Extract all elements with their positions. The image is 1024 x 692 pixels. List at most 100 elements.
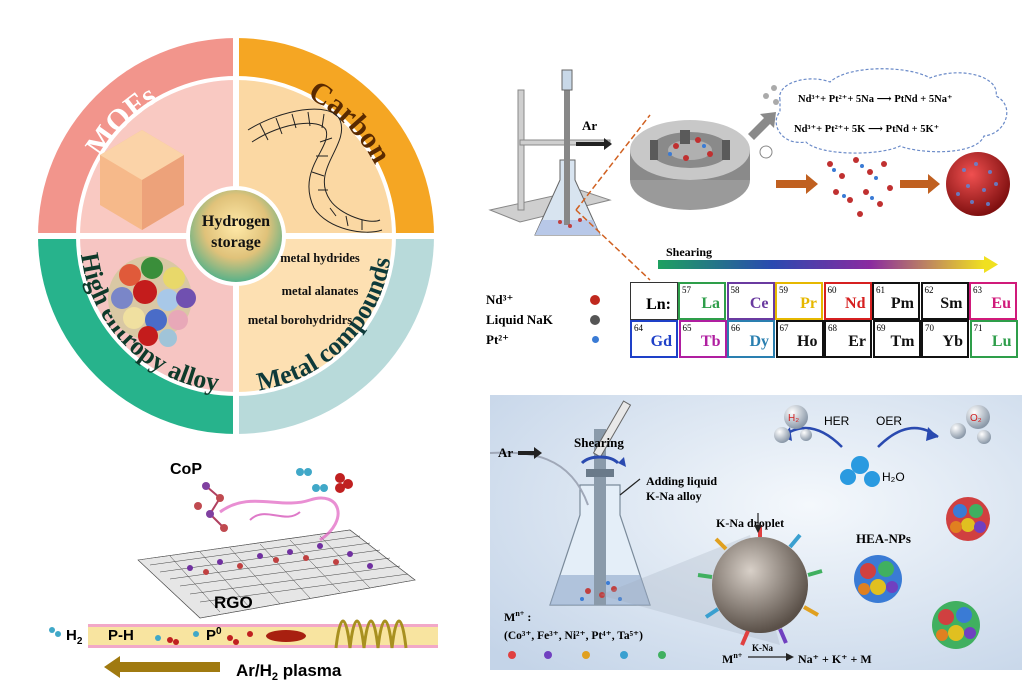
hea-flask-icon: [549, 400, 651, 606]
h2o-label: H₂O: [882, 470, 905, 484]
carbon-nanotube-icon: [247, 108, 383, 233]
rotor-stator-icon: [630, 120, 750, 210]
hea-ar-label: Ar: [498, 445, 513, 460]
hea-np-icon-1: [946, 497, 990, 541]
rgo-sheet: [137, 529, 416, 619]
metal-item-1: metal hydrides: [280, 251, 360, 265]
kna-droplet-icon: [712, 537, 808, 633]
ln-label: Ln:: [646, 296, 671, 313]
ln-cell: Ln:: [630, 282, 678, 320]
atomic-number: 71: [973, 323, 983, 333]
legend-pt: Pt²⁺: [486, 332, 510, 347]
hea-synthesis-panel: Ar Shearing Adding liquid K-Na alloy K-N…: [490, 395, 1022, 670]
atomic-number: 61: [876, 285, 885, 295]
element-symbol: Pr: [800, 295, 817, 312]
mn-superscript: n+: [515, 609, 524, 618]
h2-bubble-label: H₂: [788, 413, 799, 424]
mof-crystal-icon: [100, 130, 184, 230]
adding-label-1: Adding liquid: [646, 474, 717, 488]
nak-dot-icon: [590, 315, 600, 325]
atomic-number: 63: [973, 285, 982, 295]
atomic-number: 64: [634, 323, 643, 333]
atomic-number: 62: [924, 285, 934, 295]
hea-nps-label: HEA-NPs: [856, 531, 911, 546]
mn-reaction-superscript: n+: [733, 651, 742, 660]
coil-icon: [334, 619, 408, 649]
element-symbol: Er: [848, 333, 866, 350]
mn-label: M: [504, 610, 515, 624]
reaction-rhs: Na⁺ + K⁺ + M: [798, 652, 872, 666]
element-symbol: Gd: [650, 333, 672, 350]
center-label-line2: storage: [211, 234, 261, 251]
atomic-number: 67: [779, 323, 789, 333]
shearing-label-top: Shearing: [666, 245, 712, 259]
cop-molecule-icon: [194, 482, 228, 532]
oer-label: OER: [876, 414, 902, 428]
svg-text:Ar/H2 plasma: Ar/H2 plasma: [236, 661, 342, 683]
center-label-line1: Hydrogen: [202, 213, 270, 230]
metal-item-2: metal alanates: [282, 284, 359, 298]
svg-text:P0: P0: [206, 626, 222, 644]
h2-label: H: [66, 627, 77, 644]
atomic-number: 69: [876, 323, 886, 333]
equation-2: Nd³⁺+ Pt²⁺+ 5K ⟶ PtNd + 5K⁺: [794, 124, 939, 135]
element-symbol: Pm: [890, 295, 914, 312]
her-label: HER: [824, 414, 850, 428]
legend-liquid-nak: Liquid NaK: [486, 312, 553, 327]
ions-label: (Co³⁺, Fe³⁺, Ni²⁺, Pt⁴⁺, Ta⁵⁺): [504, 630, 643, 642]
element-symbol: Nd: [845, 295, 866, 312]
legend-nd: Nd³⁺: [486, 292, 514, 307]
equation-1: Nd³⁺+ Pt²⁺+ 5Na ⟶ PtNd + 5Na⁺: [798, 94, 953, 105]
ph-label: P-H: [108, 627, 134, 644]
water-drop-icon: [851, 456, 869, 474]
adding-label-2: K-Na alloy: [646, 489, 702, 503]
hea-shearing-label: Shearing: [574, 435, 624, 450]
svg-text:H2: H2: [66, 627, 83, 647]
element-symbol: Lu: [991, 333, 1012, 350]
equation-cloud: [775, 68, 1008, 154]
element-symbol: Sm: [940, 295, 963, 312]
atomic-number: 60: [827, 285, 837, 295]
h2-subscript: 2: [77, 636, 83, 647]
plasma-label-tail: plasma: [278, 661, 342, 680]
nd-dot-icon: [590, 295, 600, 305]
mn-reaction-label: M: [722, 652, 733, 666]
rgo-label: RGO: [214, 593, 253, 612]
metal-item-3: metal borohydridrs: [248, 313, 352, 327]
hea-cluster-icon: [108, 256, 196, 347]
shearing-gradient-bar: [658, 260, 984, 269]
p0-superscript: 0: [216, 626, 222, 637]
plasma-label: Ar/H: [236, 661, 272, 680]
atomic-number: 65: [682, 323, 692, 333]
pt-dot-icon: [592, 336, 599, 343]
atomic-number: 66: [731, 323, 740, 333]
svg-text:Mn+ :: Mn+ :: [504, 609, 531, 624]
hea-np-icon-3: [932, 601, 980, 649]
hydrogen-storage-wheel: MOFs Carbon High entropy alloy Metal com…: [34, 34, 438, 438]
cop-label: CoP: [170, 461, 202, 478]
atomic-number: 68: [828, 323, 837, 333]
flask-icon: [534, 69, 601, 236]
element-symbol: Ce: [749, 295, 769, 312]
atomic-number: 70: [925, 323, 934, 333]
plasma-subscript: 2: [272, 671, 278, 683]
element-symbol: Dy: [749, 333, 769, 350]
element-symbol: Tm: [890, 333, 915, 350]
hea-np-icon-2: [854, 555, 902, 603]
ar-label: Ar: [582, 118, 597, 133]
p0-label: P: [206, 627, 216, 644]
